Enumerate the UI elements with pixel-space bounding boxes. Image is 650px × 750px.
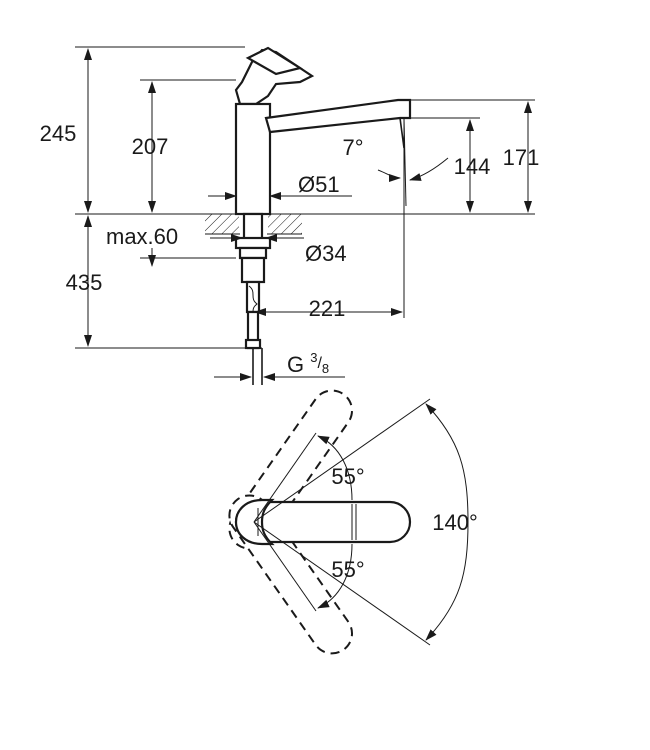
extension-lines xyxy=(75,46,535,349)
dim-144-label: 144 xyxy=(454,154,491,179)
dim-max60-label: max.60 xyxy=(106,224,178,249)
dim-207-label: 207 xyxy=(132,134,169,159)
dim-7deg-label: 7° xyxy=(342,135,363,160)
angle-total-label: 140° xyxy=(432,510,478,535)
mounting-hardware xyxy=(234,212,272,385)
lever-cap xyxy=(245,46,303,76)
lever-top-view xyxy=(234,498,412,546)
dim-diam34-label: Ø34 xyxy=(305,241,347,266)
thread-size-label: G 3/8 xyxy=(287,350,329,377)
top-view: 55° 55° 140° xyxy=(228,389,478,655)
side-view: 245 207 7° 144 171 Ø51 max.60 Ø34 435 22… xyxy=(40,46,540,385)
dim-435-label: 435 xyxy=(66,270,103,295)
dimension-labels: 245 207 7° 144 171 Ø51 max.60 Ø34 435 22… xyxy=(40,121,540,377)
dimension-lines xyxy=(84,48,532,381)
angle-lower-label: 55° xyxy=(331,557,364,582)
dim-171-label: 171 xyxy=(503,145,540,170)
dim-diam51-label: Ø51 xyxy=(298,172,340,197)
dim-245-label: 245 xyxy=(40,121,77,146)
dim-221-label: 221 xyxy=(309,296,346,321)
angle-markers xyxy=(253,398,469,646)
faucet-spout xyxy=(264,98,412,134)
angle-upper-label: 55° xyxy=(331,464,364,489)
angle-labels: 55° 55° 140° xyxy=(331,464,477,582)
spout-outlet xyxy=(399,117,405,149)
faucet-column xyxy=(234,102,272,216)
